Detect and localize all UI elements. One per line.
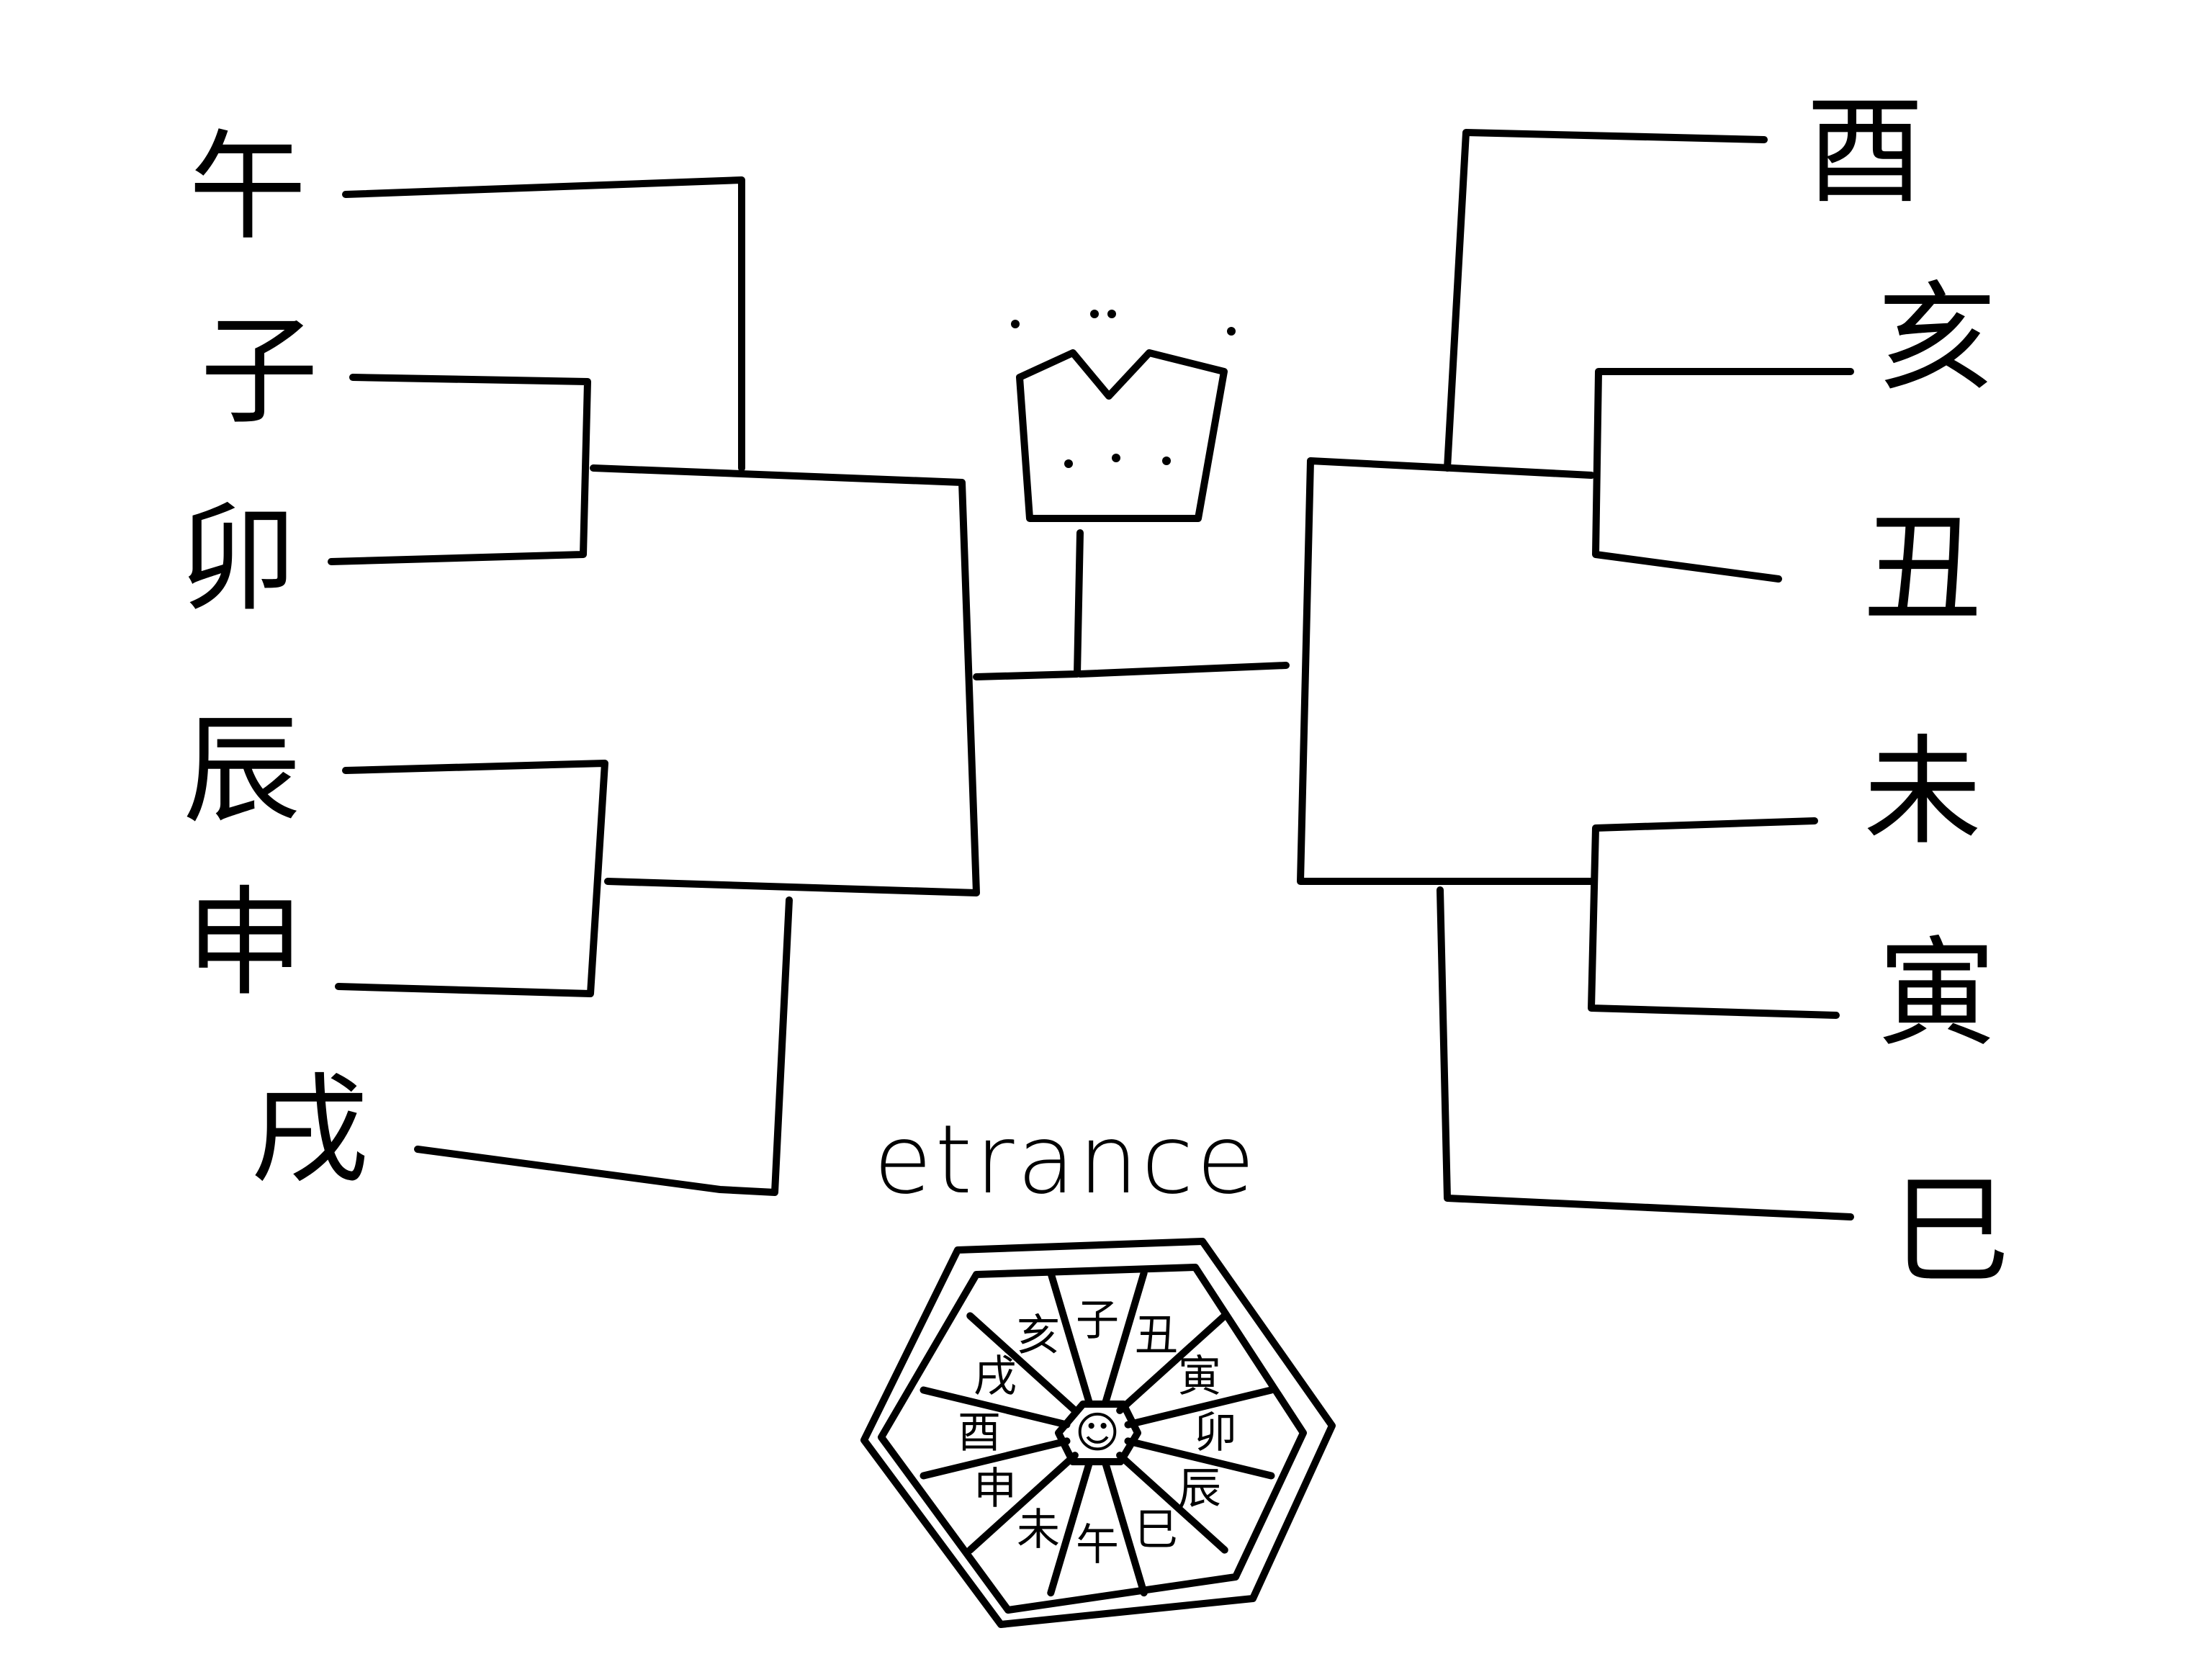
wheel-label: 辰 <box>1178 1464 1221 1514</box>
bracket-line-right-2 <box>1592 368 1854 583</box>
wheel-spoke <box>1047 1460 1093 1597</box>
entrant-right-5: 寅 <box>1878 925 1996 1063</box>
bracket-line-right-1 <box>1444 129 1768 472</box>
wheel-label: 酉 <box>958 1408 1001 1458</box>
wheel-label: 午 <box>1076 1520 1119 1570</box>
wheel-label: 子 <box>1076 1295 1119 1346</box>
zodiac-wheel: ☺ 子丑寅卯辰巳午未申酉戌亥 <box>860 1238 1336 1628</box>
bracket-line-right-3 <box>1588 817 1840 1019</box>
bracket-line-left-2 <box>328 374 591 565</box>
wheel-center-face-icon: ☺ <box>1075 1408 1120 1458</box>
entrant-left-6: 戌 <box>251 1062 369 1200</box>
left-bracket <box>328 176 980 1196</box>
bracket-line-left-1 <box>342 176 745 472</box>
wheel-label: 丑 <box>1135 1310 1178 1361</box>
wheel-spoke <box>1047 1269 1093 1406</box>
right-bracket <box>1297 129 1854 1220</box>
wheel-spoke <box>1102 1269 1148 1406</box>
entrant-left-5: 申 <box>186 875 304 1012</box>
bracket-line-left-4 <box>414 896 793 1196</box>
final-line-right <box>1076 662 1290 678</box>
entrant-left-4: 辰 <box>183 702 301 840</box>
wheel-spoke <box>1124 1437 1275 1480</box>
entrant-right-2: 亥 <box>1878 270 1996 408</box>
entrant-right-6: 巳 <box>1892 1163 2010 1300</box>
entrant-left-1: 午 <box>189 119 307 256</box>
entrant-right-4: 未 <box>1863 724 1982 861</box>
bracket-line-right-4 <box>1437 886 1854 1220</box>
entrant-right-1: 酉 <box>1806 83 1924 220</box>
wheel-spoke <box>966 1312 1079 1414</box>
wheel-spoke <box>1124 1386 1275 1429</box>
brand-text: etrance <box>873 1105 1258 1215</box>
wheel-spoke <box>1102 1460 1148 1597</box>
wheel-spoke <box>920 1386 1071 1429</box>
final-line-left <box>973 529 1084 680</box>
entrant-left-2: 子 <box>200 303 318 441</box>
entrant-right-3: 丑 <box>1863 500 1982 638</box>
wheel-outer-ring <box>860 1238 1336 1628</box>
wheel-spoke <box>920 1437 1071 1480</box>
bracket-line-left-semi <box>590 464 980 896</box>
wheel-label: 巳 <box>1135 1505 1178 1555</box>
wheel-spoke <box>1116 1452 1228 1554</box>
wheel-label: 寅 <box>1178 1352 1221 1402</box>
wheel-label: 申 <box>974 1464 1017 1514</box>
wheel-label: 卯 <box>1194 1408 1237 1458</box>
bracket-line-left-3 <box>335 760 608 997</box>
bracket-line-right-semi <box>1297 457 1595 885</box>
wheel-label: 未 <box>1017 1505 1060 1555</box>
wheel-label: 亥 <box>1017 1310 1060 1361</box>
crown-icon <box>1011 310 1236 522</box>
wheel-spoke <box>1116 1312 1228 1414</box>
final-match <box>973 529 1290 680</box>
wheel-spoke <box>966 1452 1079 1554</box>
wheel-inner-ring <box>878 1264 1307 1614</box>
wheel-label: 戌 <box>974 1352 1017 1402</box>
entrant-left-3: 卯 <box>179 490 297 628</box>
